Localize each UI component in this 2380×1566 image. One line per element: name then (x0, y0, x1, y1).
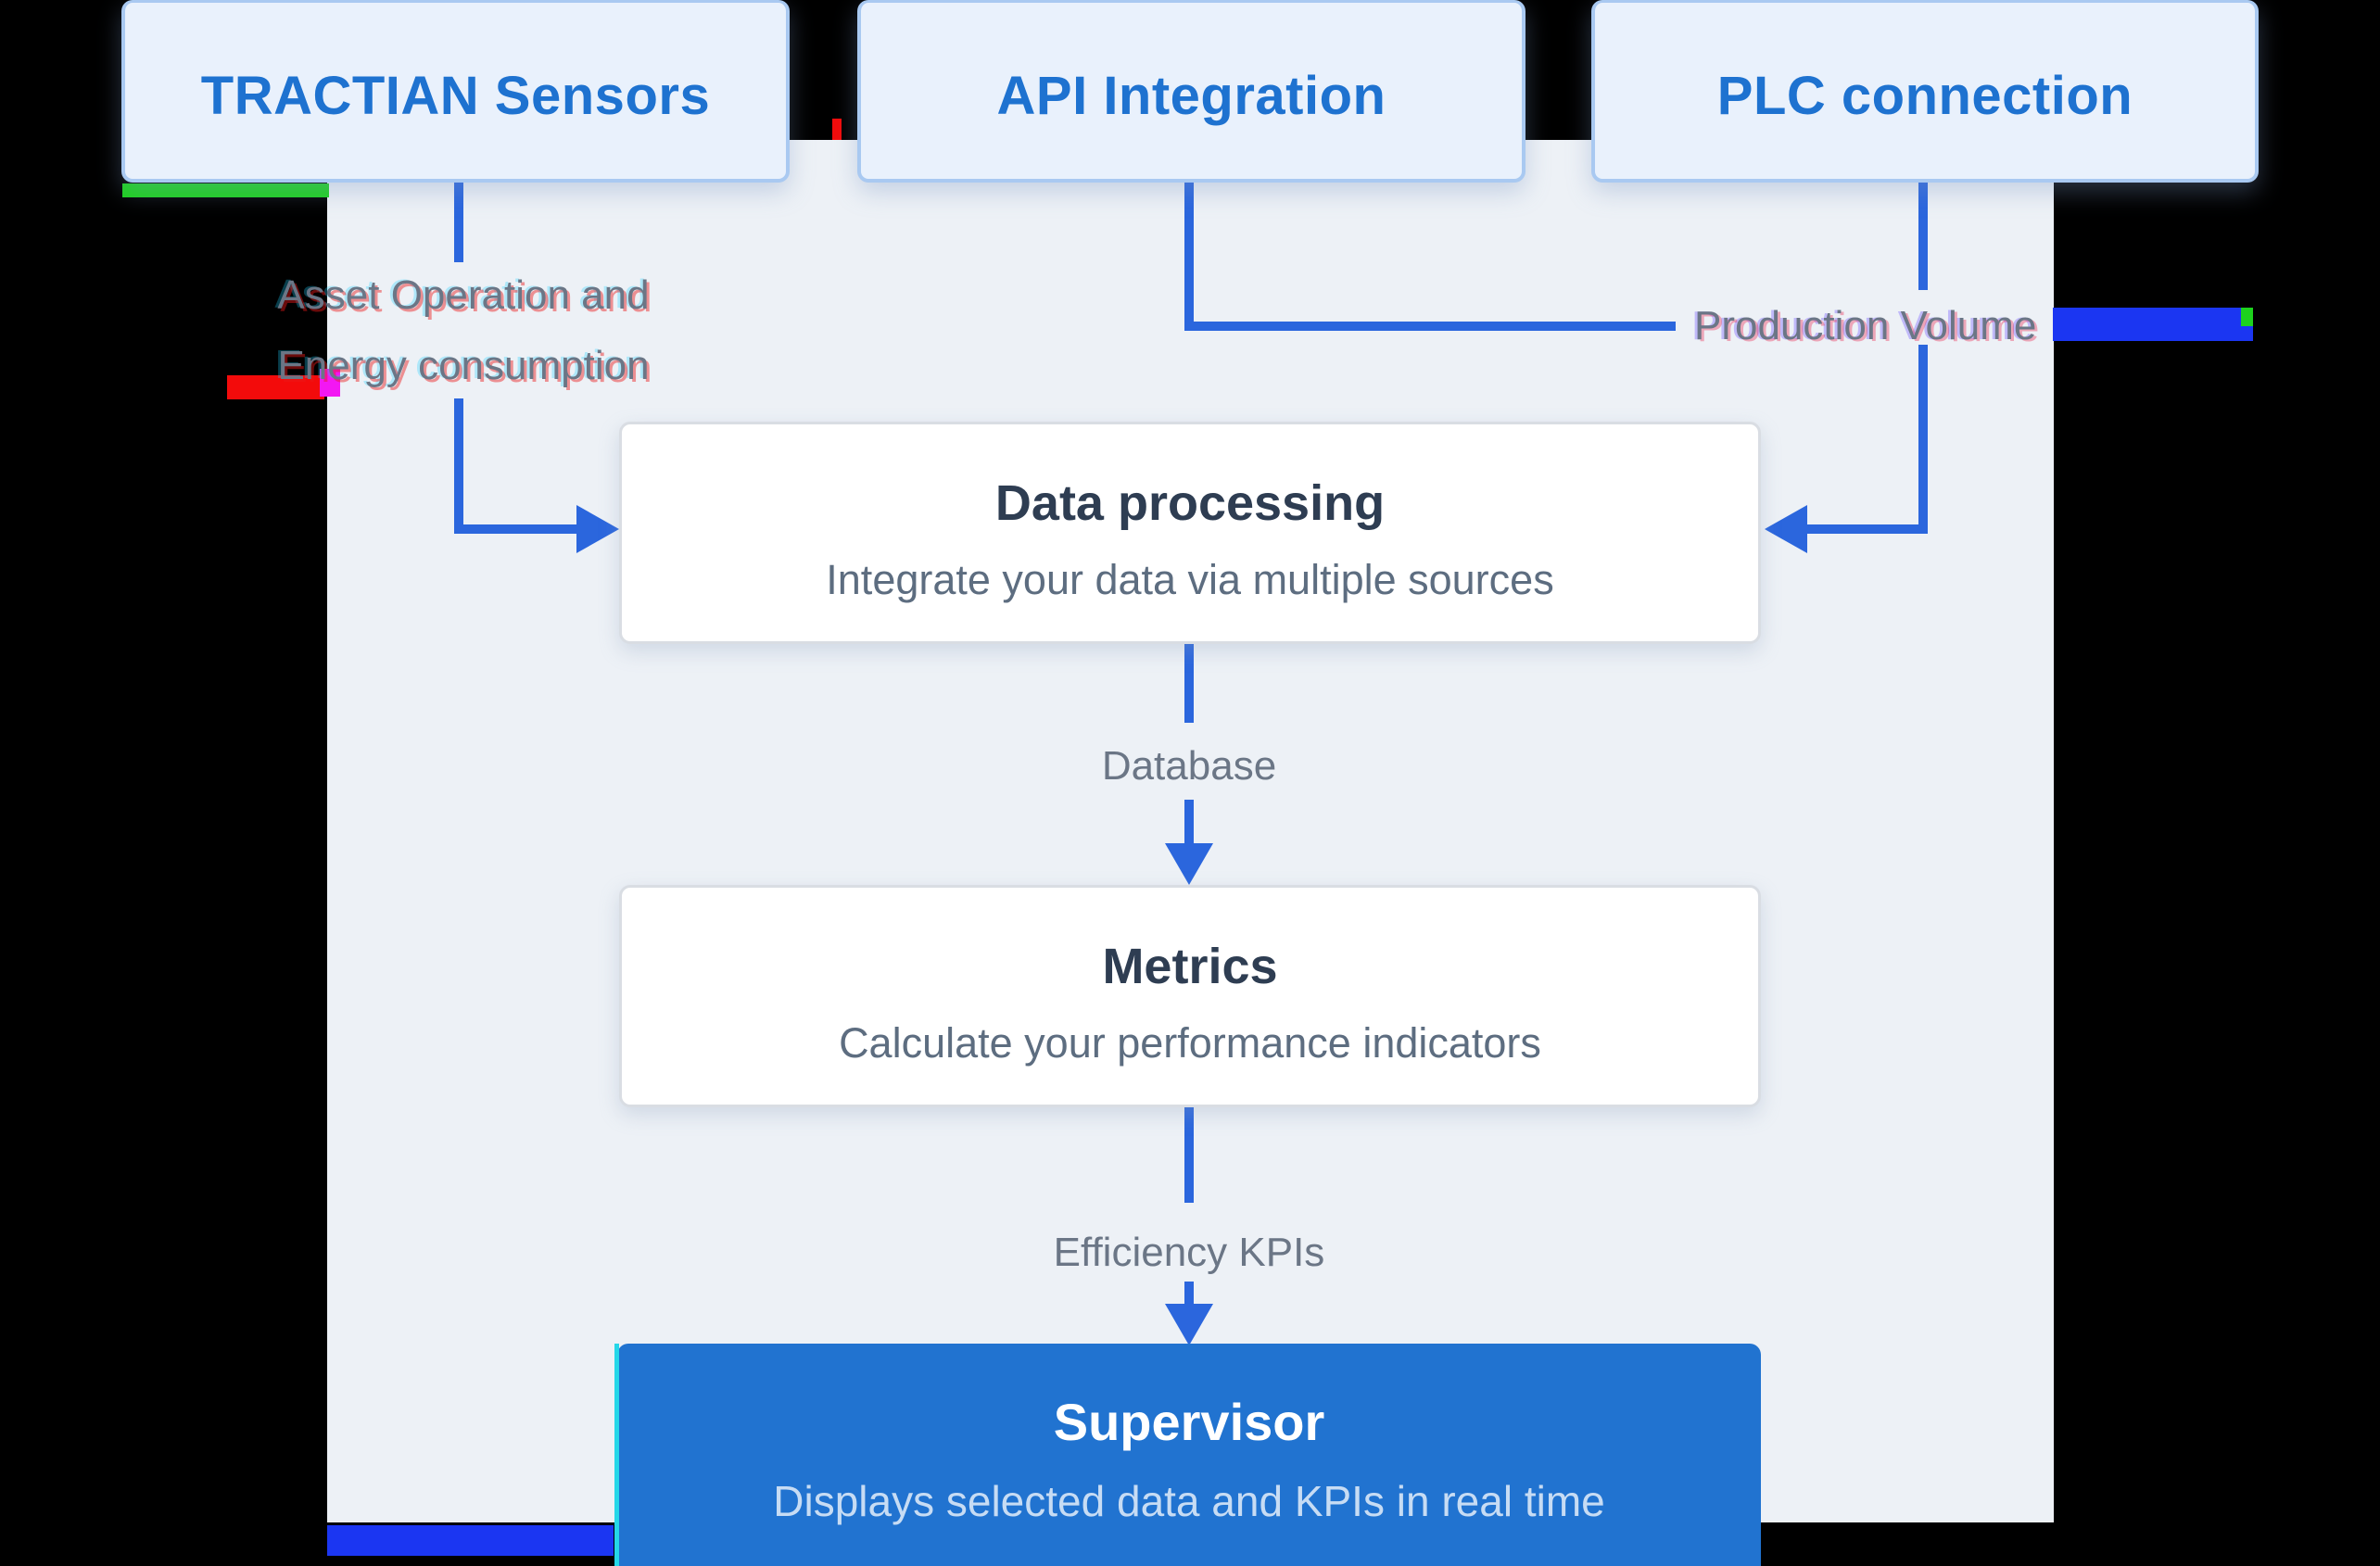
glitch-green-line (122, 183, 329, 197)
connector-database-vertical-top (1184, 644, 1194, 723)
arrow-down-icon (1165, 1304, 1213, 1345)
edge-label-production-volume: Production Volume (1694, 303, 2037, 348)
node-supervisor: Supervisor Displays selected data and KP… (617, 1344, 1761, 1566)
connector-tractian-vertical-bottom (454, 398, 463, 534)
node-subtitle: Integrate your data via multiple sources (826, 556, 1554, 603)
glitch-red-blip-api (832, 119, 842, 140)
node-data-processing: Data processing Integrate your data via … (619, 422, 1761, 644)
glitch-blue-bar-bottom (327, 1525, 614, 1556)
connector-tractian-vertical-top (454, 183, 463, 262)
edge-label-asset-operation-energy: Asset Operation and Energy consumption (130, 260, 797, 401)
edge-label-line2: Energy consumption (277, 343, 650, 388)
node-title: Metrics (1102, 939, 1278, 994)
connector-kpi-vertical-bottom (1184, 1282, 1194, 1306)
glitch-red-bar (227, 375, 324, 399)
glitch-green-cap (2241, 308, 2253, 326)
glitch-magenta-blip (320, 369, 340, 397)
glitch-blue-bar-right (2053, 308, 2253, 341)
arrow-left-icon (1765, 505, 1807, 553)
node-subtitle: Calculate your performance indicators (839, 1019, 1541, 1067)
edge-label-database: Database (1101, 743, 1277, 789)
source-label: TRACTIAN Sensors (200, 65, 711, 126)
source-label: API Integration (996, 65, 1386, 126)
source-box-tractian-sensors: TRACTIAN Sensors (121, 0, 790, 183)
node-title: Supervisor (1053, 1393, 1325, 1451)
node-subtitle: Displays selected data and KPIs in real … (773, 1477, 1605, 1525)
edge-label-line1: Asset Operation and (277, 272, 650, 318)
node-title: Data processing (994, 475, 1386, 531)
source-box-plc-connection: PLC connection (1591, 0, 2259, 183)
connector-tractian-horizontal (454, 524, 578, 534)
connector-plc-vertical-top (1918, 183, 1928, 290)
glitch-cyan-edge (614, 1344, 619, 1566)
edge-label-efficiency-kpis: Efficiency KPIs (1053, 1230, 1325, 1275)
connector-plc-horizontal (1807, 524, 1928, 534)
connector-api-horizontal (1184, 322, 1676, 331)
connector-kpi-vertical-top (1184, 1107, 1194, 1203)
arrow-right-icon (576, 505, 619, 553)
node-metrics: Metrics Calculate your performance indic… (619, 885, 1761, 1107)
connector-api-vertical (1184, 183, 1194, 331)
source-box-api-integration: API Integration (857, 0, 1525, 183)
arrow-down-icon (1165, 843, 1213, 885)
source-label: PLC connection (1716, 65, 2133, 126)
connector-database-vertical-bottom (1184, 800, 1194, 845)
connector-plc-vertical-bottom (1918, 345, 1928, 534)
